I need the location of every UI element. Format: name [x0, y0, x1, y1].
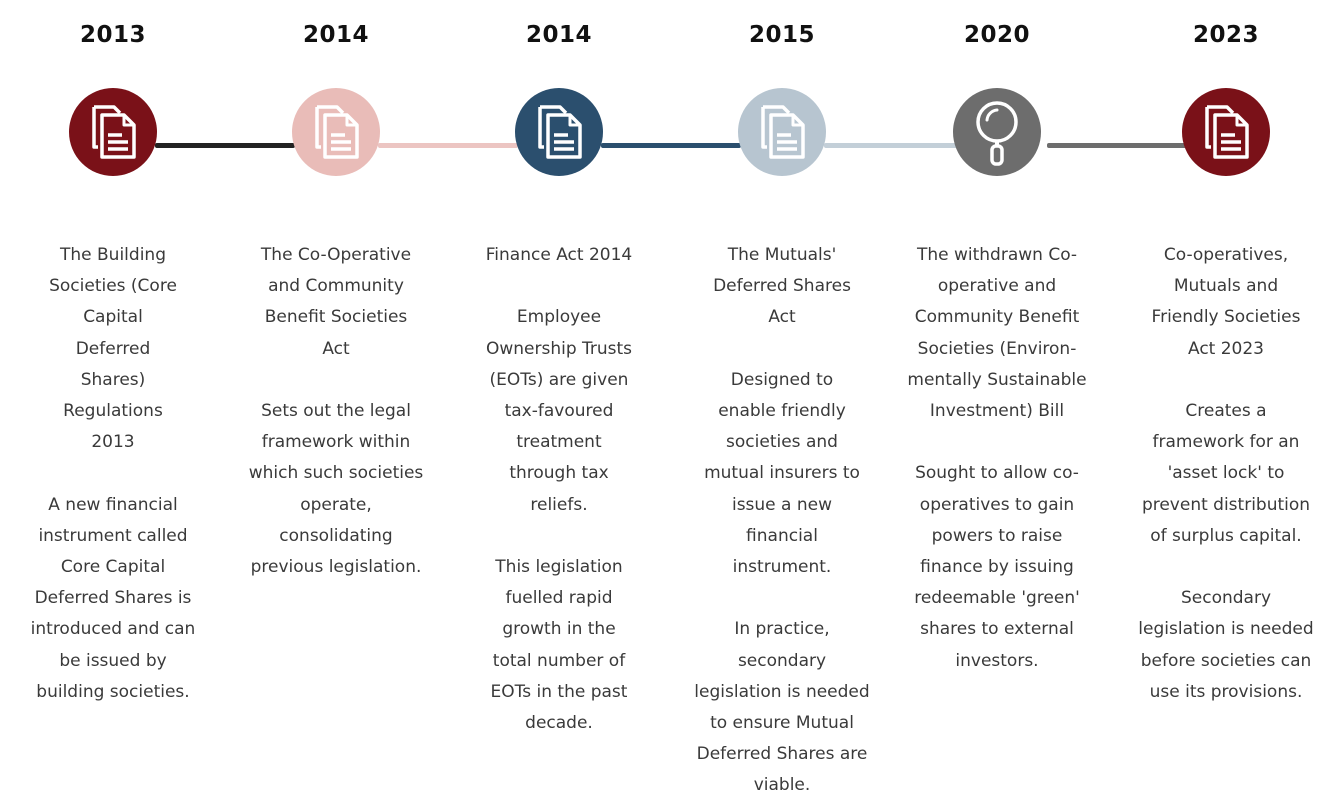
milestone-description: Creates a framework for an 'asset lock' …	[1141, 401, 1311, 546]
milestone-year: 2013	[79, 22, 146, 48]
milestone-text: Co-operatives, Mutuals and Friendly Soci…	[1136, 240, 1316, 708]
timeline-connector-3	[601, 143, 741, 148]
milestone-text: The Building Societies (Core Capital Def…	[23, 240, 203, 708]
timeline-connector-2	[378, 143, 518, 148]
milestone-title: The Co-Operative and Community Benefit S…	[260, 245, 412, 359]
milestone-description-2: In practice, secondary legislation is ne…	[694, 619, 870, 796]
milestone-description: Sought to allow co-operatives to gain po…	[914, 463, 1080, 671]
milestone-text: The Co-Operative and Community Benefit S…	[246, 240, 426, 583]
milestone-title: Finance Act 2014	[485, 245, 633, 265]
milestone-circle	[292, 88, 380, 176]
milestone-year: 2014	[525, 22, 592, 48]
milestone-title: The Mutuals' Deferred Shares Act	[713, 245, 851, 328]
document-icon	[1205, 105, 1249, 159]
milestone-description: A new financial instrument called Core C…	[30, 494, 196, 702]
document-icon	[315, 105, 359, 159]
magnifying-glass-icon	[976, 101, 1018, 166]
timeline-connector-1	[155, 143, 295, 148]
milestone-year: 2020	[963, 22, 1030, 48]
milestone-text: Finance Act 2014 Employee Ownership Trus…	[469, 240, 649, 739]
milestone-title: The withdrawn Co-operative and Community…	[907, 245, 1087, 422]
milestone-description-2: Secondary legislation is needed before s…	[1138, 588, 1314, 702]
milestone-description: Sets out the legal framework within whic…	[248, 401, 424, 578]
document-icon	[538, 105, 582, 159]
milestone-circle	[1182, 88, 1270, 176]
milestone-description: Designed to enable friendly societies an…	[704, 369, 860, 578]
milestone-text: The Mutuals' Deferred Shares Act Designe…	[692, 240, 872, 799]
document-icon	[761, 105, 805, 159]
milestone-circle	[953, 88, 1041, 176]
milestone-year: 2015	[748, 22, 815, 48]
timeline-connector-4	[824, 143, 964, 148]
milestone-text: The withdrawn Co-operative and Community…	[907, 240, 1087, 677]
milestone-description: Employee Ownership Trusts (EOTs) are giv…	[485, 307, 633, 515]
milestone-circle	[738, 88, 826, 176]
milestone-circle	[515, 88, 603, 176]
milestone-year: 2023	[1192, 22, 1259, 48]
milestone-year: 2014	[302, 22, 369, 48]
milestone-description-2: This legislation fuelled rapid growth in…	[490, 557, 628, 734]
milestone-circle	[69, 88, 157, 176]
milestone-title: Co-operatives, Mutuals and Friendly Soci…	[1151, 245, 1301, 359]
document-icon	[92, 105, 136, 159]
milestone-title: The Building Societies (Core Capital Def…	[49, 245, 177, 453]
timeline-connector-5	[1047, 143, 1187, 148]
